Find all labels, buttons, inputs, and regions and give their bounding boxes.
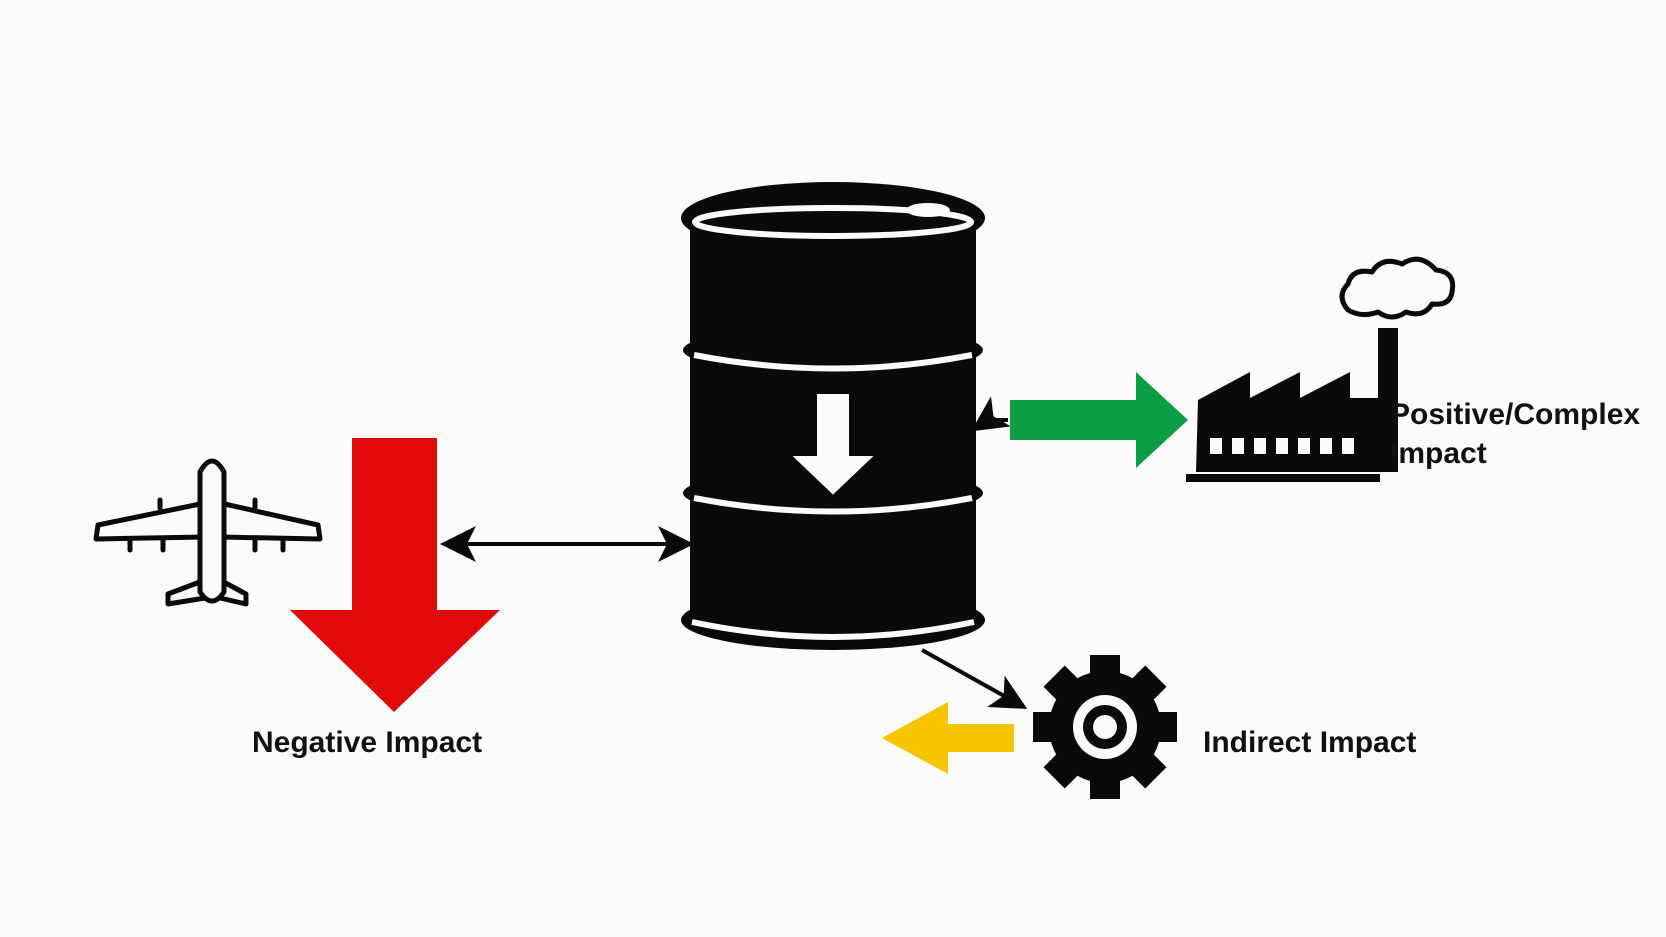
negative-impact-label: Negative Impact bbox=[252, 726, 482, 759]
indirect-impact-arrow bbox=[882, 702, 1014, 774]
gear-icon bbox=[1033, 655, 1177, 799]
positive-impact-label-line2: Impact bbox=[1390, 437, 1487, 470]
airplane-icon bbox=[93, 458, 323, 607]
indirect-impact-label: Indirect Impact bbox=[1203, 726, 1416, 759]
factory-icon bbox=[1186, 256, 1456, 482]
connector-arrow-to-gear bbox=[921, 648, 1028, 709]
positive-impact-arrow bbox=[1010, 372, 1188, 468]
negative-impact-arrow bbox=[290, 438, 500, 712]
connector-small-arrow-right bbox=[971, 396, 1011, 432]
oil-barrel-icon bbox=[681, 182, 985, 650]
positive-impact-label-line1: Positive/Complex bbox=[1390, 398, 1640, 431]
